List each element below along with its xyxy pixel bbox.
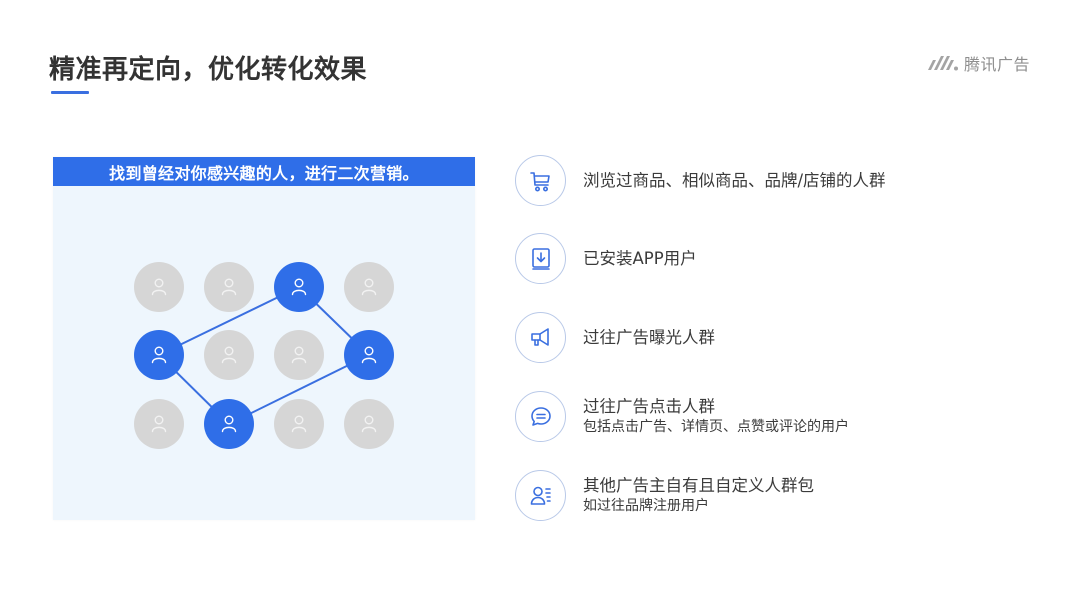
- chat-bubble-icon: [530, 406, 551, 426]
- audience-node-inactive: user-icon: [274, 399, 324, 449]
- title-underline: [51, 91, 89, 94]
- audience-node-active: user-icon: [274, 262, 324, 312]
- audience-item-ad-click: 过往广告点击人群 包括点击广告、详情页、点赞或评论的用户: [515, 391, 849, 442]
- audience-node-inactive: user-icon: [134, 262, 184, 312]
- panel-banner: 找到曾经对你感兴趣的人，进行二次营销。: [53, 157, 475, 186]
- audience-item-ad-exposure: 过往广告曝光人群: [515, 312, 715, 363]
- audience-node-inactive: user-icon: [344, 399, 394, 449]
- audience-item-installed-app: 已安装APP用户: [515, 233, 697, 284]
- audience-item-title: 浏览过商品、相似商品、品牌/店铺的人群: [583, 170, 886, 190]
- retargeting-illustration-panel: user-icon user-icon user-icon user-icon user…: [53, 157, 475, 520]
- audience-node-inactive: user-icon: [274, 330, 324, 380]
- audience-node-active: user-icon: [134, 330, 184, 380]
- audience-item-subtitle: 如过往品牌注册用户: [583, 498, 709, 514]
- audience-node-inactive: user-icon: [204, 262, 254, 312]
- audience-node-active: user-icon: [204, 399, 254, 449]
- audience-item-custom-package: 其他广告主自有且自定义人群包 如过往品牌注册用户: [515, 470, 814, 521]
- audience-network-graph: user-icon user-icon user-icon user-icon user…: [134, 262, 394, 449]
- audience-item-title: 过往广告点击人群: [583, 397, 715, 416]
- audience-node-inactive: user-icon: [134, 399, 184, 449]
- audience-item-title: 已安装APP用户: [583, 248, 697, 268]
- audience-item-title: 过往广告曝光人群: [583, 327, 715, 347]
- brand-logo: 腾讯广告: [926, 52, 1030, 74]
- tencent-ads-logo-icon: [928, 56, 958, 71]
- audience-node-inactive: user-icon: [344, 262, 394, 312]
- audience-item-subtitle: 包括点击广告、详情页、点赞或评论的用户: [583, 419, 849, 435]
- page-title: 精准再定向，优化转化效果: [49, 55, 368, 85]
- brand-name: 腾讯广告: [964, 55, 1031, 74]
- audience-node-inactive: user-icon: [204, 330, 254, 380]
- shopping-cart-icon: [529, 171, 550, 191]
- audience-item-browsed: 浏览过商品、相似商品、品牌/店铺的人群: [515, 155, 886, 206]
- audience-item-title: 其他广告主自有且自定义人群包: [583, 476, 814, 495]
- app-download-icon: [531, 247, 550, 270]
- megaphone-icon: [530, 327, 549, 346]
- user-list-icon: [530, 486, 551, 505]
- audience-node-active: user-icon: [344, 330, 394, 380]
